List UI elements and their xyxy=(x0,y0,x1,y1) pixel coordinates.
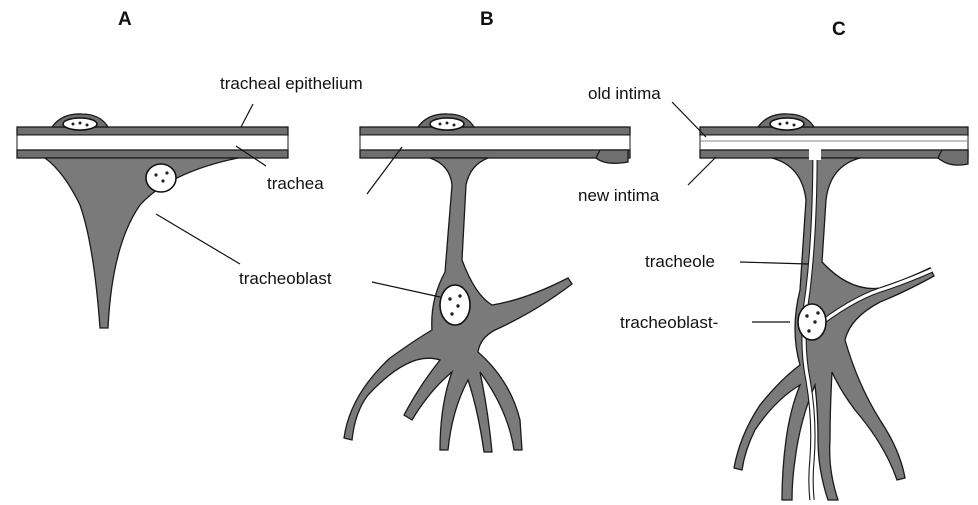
panel-b-epithelium-band xyxy=(360,127,630,135)
leader-tracheole xyxy=(740,262,808,264)
chromatin-dot xyxy=(813,320,816,323)
panel-a-trachea-lumen xyxy=(17,135,288,150)
label-tracheal-epithelium: tracheal epithelium xyxy=(220,74,363,93)
panel-c-tracheoblast-nucleus xyxy=(798,304,826,340)
chromatin-dot xyxy=(154,173,157,176)
panel-b-trachea-lumen xyxy=(360,135,630,150)
label-tracheoblast-c: tracheoblast- xyxy=(620,313,718,332)
leader-old-intima xyxy=(672,102,706,137)
chromatin-dot xyxy=(786,122,789,125)
chromatin-dot xyxy=(161,179,164,182)
chromatin-dot xyxy=(805,314,808,317)
panel-a-epithelium-band xyxy=(17,127,288,135)
chromatin-dot xyxy=(450,312,453,315)
panel-b-letter: B xyxy=(480,9,494,30)
chromatin-dot xyxy=(72,123,75,126)
chromatin-dot xyxy=(86,124,89,127)
panel-c-trachea-lumen xyxy=(700,135,968,150)
panel-c-tracheoblast-cell xyxy=(734,148,934,500)
label-new-intima: new intima xyxy=(578,186,660,205)
chromatin-dot xyxy=(439,123,442,126)
chromatin-dot xyxy=(458,294,461,297)
panel-a-tracheoblast-nucleus xyxy=(146,164,176,192)
panel-c-letter: C xyxy=(832,19,846,40)
panel-b-tracheoblast-cell xyxy=(344,158,572,452)
chromatin-dot xyxy=(448,297,451,300)
label-tracheole: tracheole xyxy=(645,252,715,271)
label-old-intima: old intima xyxy=(588,84,661,103)
chromatin-dot xyxy=(456,304,459,307)
label-tracheoblast-b: tracheoblast xyxy=(239,269,332,288)
panel-a-tracheoblast-cell xyxy=(45,158,238,328)
chromatin-dot xyxy=(453,124,456,127)
chromatin-dot xyxy=(165,171,168,174)
panel-b-wall-cell xyxy=(596,150,628,163)
panel-c-epithelium-band xyxy=(700,127,968,135)
chromatin-dot xyxy=(807,329,810,332)
leader-new-intima xyxy=(688,157,716,185)
leader-tracheoblast-a xyxy=(156,214,240,264)
chromatin-dot xyxy=(79,122,82,125)
chromatin-dot xyxy=(816,311,819,314)
panel-b: B xyxy=(344,9,630,452)
chromatin-dot xyxy=(779,123,782,126)
leader-tracheoblast-b xyxy=(372,282,440,297)
label-trachea: trachea xyxy=(267,174,324,193)
panel-c-wall-cell xyxy=(938,150,968,165)
panel-b-lower-wall xyxy=(360,150,630,158)
chromatin-dot xyxy=(446,122,449,125)
tracheole-opening xyxy=(809,148,821,160)
panel-c-lower-wall xyxy=(700,150,968,158)
panel-a-letter: A xyxy=(118,9,132,30)
leader-tracheal-epithelium xyxy=(241,104,253,127)
panel-c: C xyxy=(672,19,968,500)
chromatin-dot xyxy=(793,124,796,127)
panel-b-tracheoblast-nucleus xyxy=(440,285,470,325)
